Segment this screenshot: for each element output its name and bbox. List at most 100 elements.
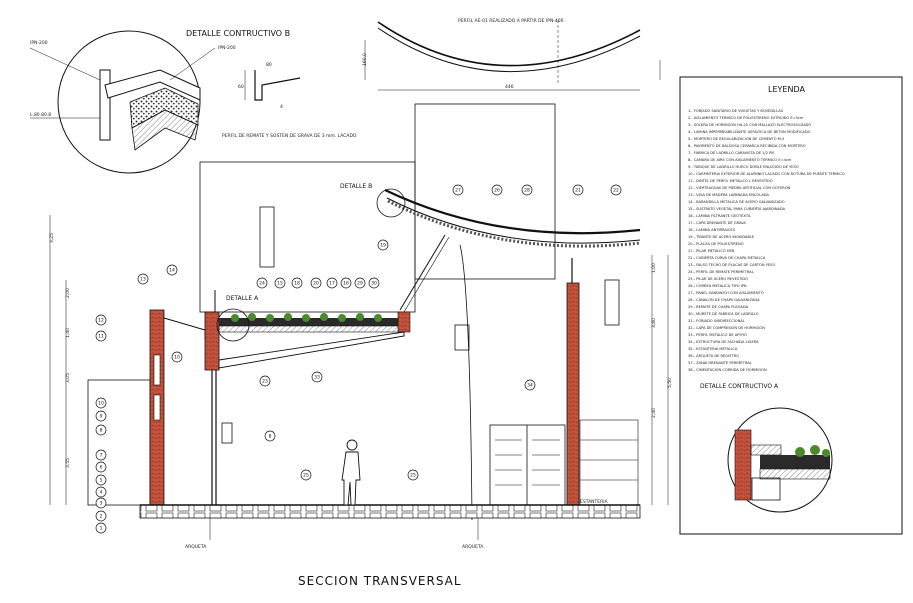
callout-roof-4-circle (610, 184, 622, 196)
estanteria-label: ESTANTERIA (580, 499, 609, 505)
legend-item: 4.- LAMINA IMPERMEABILIZANTE ASFALTICA D… (688, 130, 811, 134)
callout-roof-1-circle (491, 184, 503, 196)
legend-panel: LEYENDA 1.- FORJADO SANITARIO DE VIGUETA… (679, 76, 903, 535)
callout-left-11: 1 (100, 526, 103, 532)
legend-item: 37.- ZANJA DRENANTE PERIMETRAL (688, 361, 752, 365)
callout-garden-1-circle (274, 277, 286, 289)
callout-mid-4-circle (300, 469, 312, 481)
legend-item: 19.- TIRANTE DE ACERO INOXIDABLE (688, 235, 755, 239)
ground-slab (139, 504, 641, 519)
small-profile-dim-1: 60 (238, 84, 244, 90)
tie-rod (399, 234, 446, 311)
callout-left-5-circle (95, 449, 107, 461)
small-profile-dim-2: 80 (266, 62, 272, 68)
detail-b-column (99, 69, 111, 141)
callout-mid-1: 10 (174, 355, 180, 361)
profile-ae01: PERFIL AE-01 REALIZADO A PARTIR DE IPN-4… (362, 18, 641, 91)
detail-b-label-3: L.80.80.8 (30, 112, 51, 118)
detail-b-label-2: IPN-200 (218, 45, 236, 51)
callout-roof-4: 22 (613, 188, 619, 194)
detail-b-title: DETALLE CONTRUCTIVO B (186, 29, 290, 38)
legend-item: 33.- PERFIL METALICO DE APOYO (688, 333, 747, 337)
callout-garden-7: 30 (371, 281, 377, 287)
legend-item: 2.- AISLAMIENTO TERMICO DE POLIESTIRENO … (688, 116, 804, 120)
callout-left-10: 2 (100, 514, 103, 520)
callout-parapet-1: 14 (169, 268, 175, 274)
legend-item: 25.- PILAR DE ACERO REVESTIDO (688, 277, 748, 281)
detail-a-soil (760, 455, 830, 469)
callout-garden-1: 15 (277, 281, 283, 287)
callout-roof-left-0: 19 (380, 243, 386, 249)
legend-item: 30.- MURETE DE FABRICA DE LADRILLO (688, 312, 759, 316)
legend-item: 27.- PANEL SANDWICH CON AISLAMIENTO (688, 291, 764, 295)
callout-garden-2-circle (291, 277, 303, 289)
legend-item: 7.- FABRICA DE LADRILLO CARAVISTA DE 1/2… (688, 151, 775, 155)
left-dim-4: 3,05 (65, 373, 71, 383)
callout-left-11-circle (95, 522, 107, 534)
callout-roof-3-circle (572, 184, 584, 196)
left-canopy (163, 317, 206, 340)
back-window-3 (604, 279, 620, 326)
legend-item: 1.- FORJADO SANITARIO DE VIGUETAS Y BOVE… (688, 109, 784, 113)
left-dim-5: 3,55 (65, 458, 71, 468)
callout-mid-0: 23 (262, 379, 268, 385)
detail-a-gutter (751, 477, 781, 501)
detail-a-marker (216, 308, 250, 342)
callout-parapet-1-circle (166, 264, 178, 276)
legend-item: 29.- REMATE DE CHAPA PLEGADA (688, 305, 749, 309)
callout-garden-0: 24 (259, 281, 265, 287)
profile-curve-outer (377, 21, 641, 67)
legend-title: LEYENDA (768, 85, 805, 94)
legend-item: 3.- SOLERA DE HORMIGON HA-25 CON MALLAZO… (688, 123, 811, 127)
profile-curve-inner (377, 27, 641, 72)
legend-item: 6.- PAVIMENTO DE BALDOSA CERAMICA RECIBI… (688, 144, 806, 148)
left-dim-2: 2,00 (65, 288, 71, 298)
small-profile-detail: 60 80 4 PERFIL DE REMATE Y SOSTEN DE GRA… (222, 62, 357, 139)
right-dim-3: 5,50 (667, 378, 673, 388)
legend-item: 8.- CAMARA DE AIRE CON AISLAMIENTO TERMI… (688, 158, 792, 162)
legend-list: 1.- FORJADO SANITARIO DE VIGUETAS Y BOVE… (688, 109, 845, 372)
back-volume-1 (199, 161, 416, 313)
detail-b-leader-2 (169, 47, 216, 81)
callout-left-9-circle (95, 497, 107, 509)
callout-mid-6: 8 (269, 434, 272, 440)
drawing-title: SECCION TRANSVERSAL (298, 574, 462, 588)
callout-garden-5-circle (340, 277, 352, 289)
green-roof-slab (218, 325, 405, 333)
legend-item: 11.- DINTEL DE PERFIL METALICO L REVESTI… (688, 179, 773, 183)
profile-note: PERFIL AE-01 REALIZADO A PARTIR DE IPN-4… (458, 18, 564, 24)
right-dim-2: 3,80 (651, 318, 657, 328)
callout-left-1: 11 (98, 334, 104, 340)
callout-left-1-circle (95, 330, 107, 342)
detail-b-marker (376, 188, 406, 218)
legend-item: 5.- MORTERO DE REGULARIZACION DE CEMENTO… (688, 137, 784, 141)
callout-mid-3-circle (524, 379, 536, 391)
callout-mid-5: 25 (410, 473, 416, 479)
callout-left-3-circle (95, 410, 107, 422)
detail-b-circle (57, 30, 201, 174)
central-brick-column (204, 311, 220, 371)
vegetation (231, 313, 382, 322)
left-window-2 (153, 394, 161, 421)
legend-item: 22.- CUBIERTA CURVA DE CHAPA METALICA (688, 256, 766, 260)
legend-item: 15.- SUSTRATO VEGETAL PARA CUBIERTA AJAR… (688, 207, 786, 211)
callout-left-3: 9 (100, 414, 103, 420)
callout-left-4-circle (95, 424, 107, 436)
legend-item: 17.- CAPA DRENANTE DE GRAVA (688, 221, 746, 225)
curved-roof-top (384, 189, 641, 235)
right-brick-column (566, 282, 580, 509)
detail-a-slab (759, 468, 831, 480)
detail-a-parapet (750, 444, 782, 456)
callout-mid-4: 25 (303, 473, 309, 479)
sloped-beam (218, 331, 405, 369)
legend-item: 32.- CAPA DE COMPRESION DE HORMIGON (688, 326, 765, 330)
detail-b-label-1: IPN-200 (30, 40, 48, 46)
main-section: DETALLE B DETALLE A (49, 60, 673, 550)
detail-b-group: DETALLE CONTRUCTIVO B IPN-200 IPN-200 L.… (29, 29, 290, 174)
callout-garden-6-circle (354, 277, 366, 289)
callout-garden-6: 29 (357, 281, 363, 287)
left-window-1 (153, 354, 161, 386)
left-dimensions: 3,25 2,00 1,40 3,05 3,55 (49, 215, 71, 505)
detail-a-vegetation (795, 445, 830, 457)
